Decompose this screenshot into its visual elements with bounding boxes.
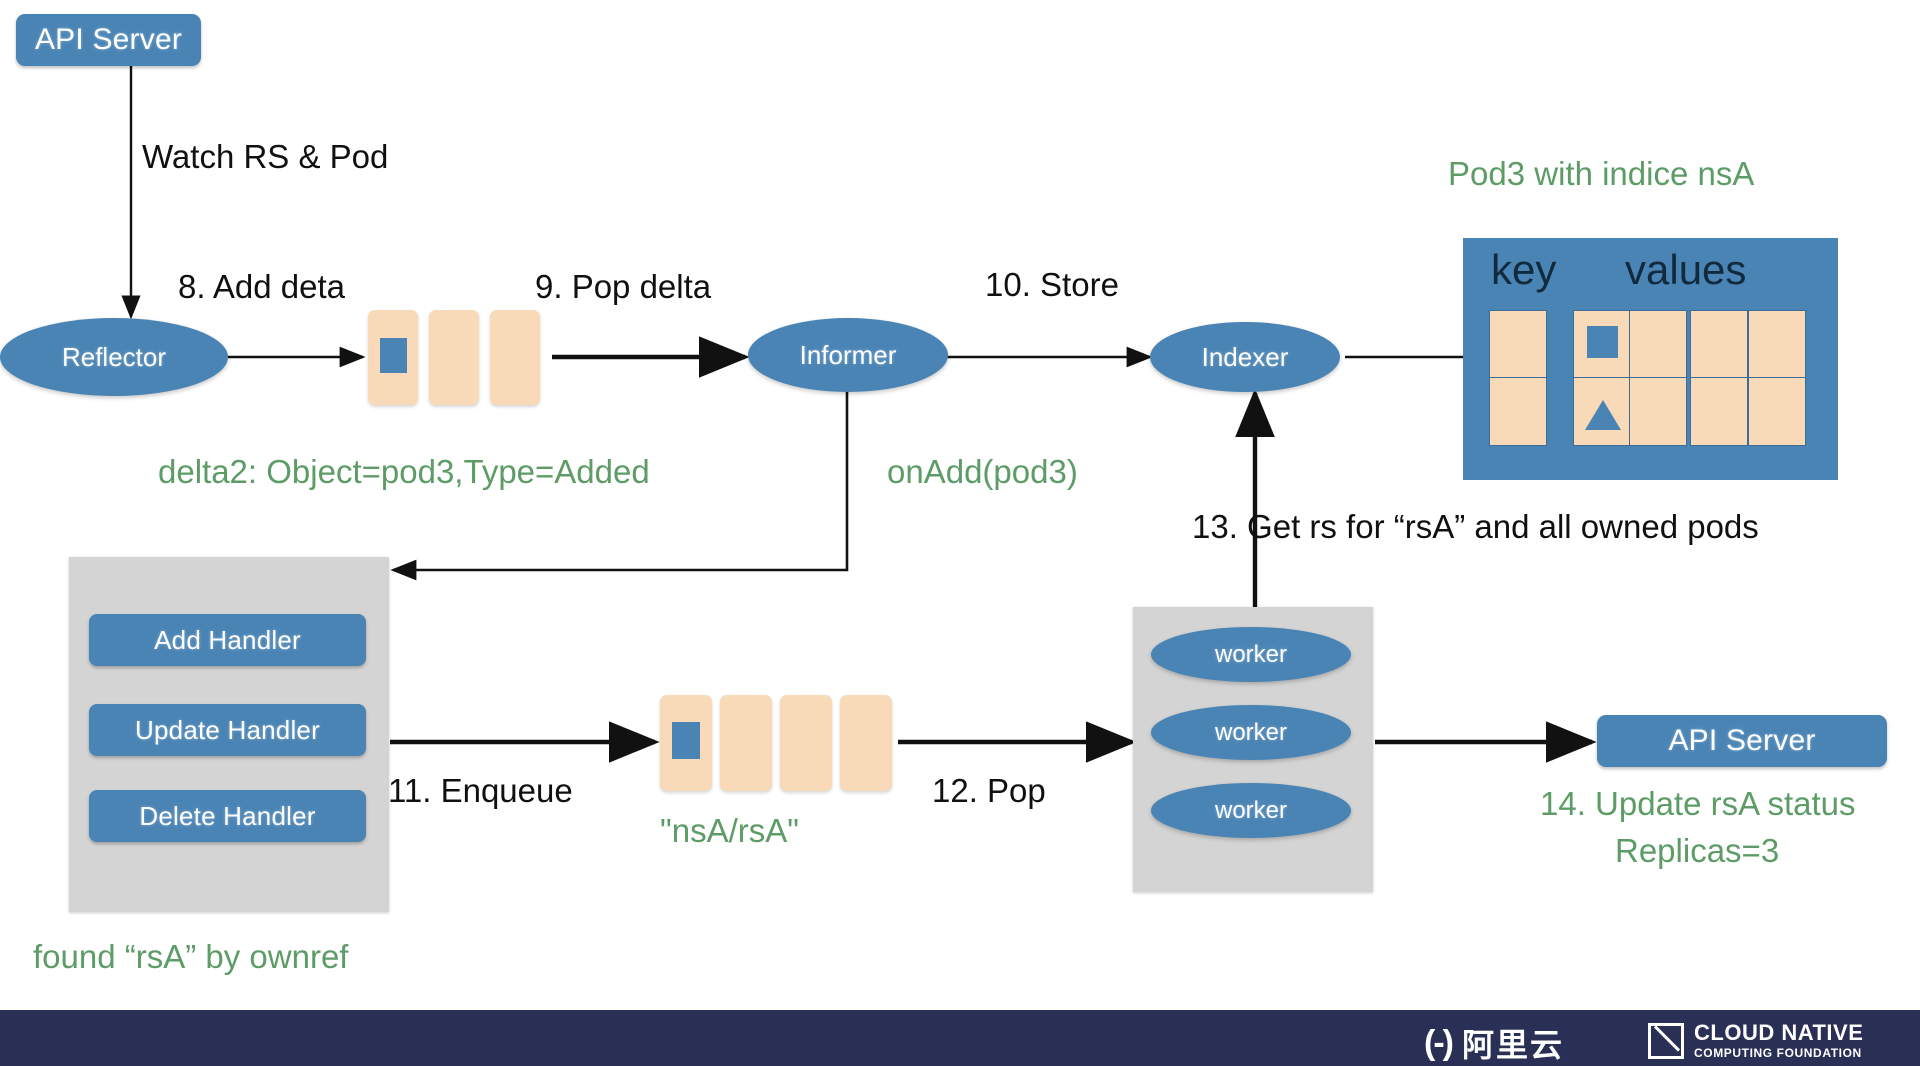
work-queue-card[interactable] — [720, 695, 772, 791]
cncf-logo: CLOUD NATIVE COMPUTING FOUNDATION — [1648, 1022, 1863, 1059]
work-queue-card[interactable] — [840, 695, 892, 791]
event-handlers-container: Add Handler Update Handler Delete Handle… — [69, 557, 389, 912]
workers-container: worker worker worker — [1133, 607, 1373, 892]
work-queue-card[interactable] — [780, 695, 832, 791]
annotation-queue-item: "nsA/rsA" — [660, 812, 799, 849]
indexer-table-panel: key values — [1463, 238, 1838, 480]
work-card-square-icon — [672, 722, 700, 759]
update-handler-button[interactable]: Update Handler — [89, 704, 366, 756]
cncf-line1: CLOUD NATIVE — [1694, 1020, 1864, 1045]
table-key-cell[interactable] — [1489, 377, 1547, 446]
delta-queue-card[interactable] — [490, 310, 540, 405]
work-queue — [660, 695, 898, 791]
api-server-top-box[interactable]: API Server — [16, 14, 201, 66]
cncf-wordmark: CLOUD NATIVE COMPUTING FOUNDATION — [1694, 1020, 1864, 1060]
add-handler-label: Add Handler — [154, 624, 301, 655]
informer-node[interactable]: Informer — [748, 318, 948, 392]
delta-queue-card[interactable] — [429, 310, 479, 405]
label-step11-enqueue: 11. Enqueue — [388, 772, 573, 809]
value-square-icon — [1587, 326, 1618, 358]
reflector-node[interactable]: Reflector — [0, 318, 228, 396]
table-col-key-header: key — [1491, 246, 1557, 293]
work-queue-card[interactable] — [660, 695, 712, 791]
delta-queue — [368, 310, 552, 405]
table-value-cell[interactable] — [1748, 377, 1806, 446]
delta-queue-card[interactable] — [368, 310, 418, 405]
alibaba-mark-icon: (-) — [1424, 1023, 1454, 1062]
informer-label: Informer — [799, 339, 897, 370]
footer-bar — [0, 1010, 1920, 1066]
reflector-label: Reflector — [61, 341, 167, 372]
table-col-values-header: values — [1625, 246, 1747, 293]
annotation-step14-line1: 14. Update rsA status — [1540, 785, 1856, 822]
table-key-cell[interactable] — [1489, 310, 1547, 379]
alibaba-cloud-label: 阿里云 — [1461, 1027, 1564, 1063]
annotation-onadd: onAdd(pod3) — [887, 453, 1078, 490]
annotation-delta2: delta2: Object=pod3,Type=Added — [158, 453, 650, 490]
label-step9-pop-delta: 9. Pop delta — [535, 268, 712, 305]
table-value-cell[interactable] — [1573, 377, 1631, 446]
value-triangle-icon — [1585, 400, 1621, 430]
api-server-bottom-label: API Server — [1668, 724, 1816, 757]
worker-ellipse[interactable]: worker — [1151, 627, 1351, 682]
table-value-cell[interactable] — [1629, 377, 1687, 446]
add-handler-button[interactable]: Add Handler — [89, 614, 366, 666]
label-watch-rs-pod: Watch RS & Pod — [142, 138, 389, 175]
annotation-found-ownref: found “rsA” by ownref — [33, 938, 349, 975]
api-server-bottom-box[interactable]: API Server — [1597, 715, 1887, 767]
delete-handler-button[interactable]: Delete Handler — [89, 790, 366, 842]
worker-label: worker — [1214, 796, 1287, 824]
label-step10-store: 10. Store — [985, 266, 1119, 303]
table-value-cell[interactable] — [1573, 310, 1631, 379]
worker-ellipse[interactable]: worker — [1151, 705, 1351, 760]
delete-handler-label: Delete Handler — [139, 800, 316, 831]
worker-label: worker — [1214, 718, 1287, 746]
table-value-cell[interactable] — [1690, 310, 1748, 379]
indexer-label: Indexer — [1201, 341, 1289, 372]
label-step12-pop: 12. Pop — [932, 772, 1046, 809]
table-value-cell[interactable] — [1629, 310, 1687, 379]
table-value-cell[interactable] — [1690, 377, 1748, 446]
worker-label: worker — [1214, 640, 1287, 668]
delta-card-square-icon — [380, 338, 407, 373]
update-handler-label: Update Handler — [135, 714, 320, 745]
cncf-line2: COMPUTING FOUNDATION — [1694, 1046, 1862, 1060]
worker-ellipse[interactable]: worker — [1151, 783, 1351, 838]
annotation-step14-line2: Replicas=3 — [1615, 832, 1780, 869]
label-step8-add-deta: 8. Add deta — [178, 268, 345, 305]
cncf-mark-icon — [1648, 1022, 1684, 1059]
alibaba-cloud-logo: (-) 阿里云 — [1424, 1020, 1564, 1066]
api-server-top-label: API Server — [34, 23, 183, 56]
indexer-node[interactable]: Indexer — [1150, 322, 1340, 392]
label-step13: 13. Get rs for “rsA” and all owned pods — [1192, 508, 1759, 545]
table-value-cell[interactable] — [1748, 310, 1806, 379]
indexer-table-title: Pod3 with indice nsA — [1448, 155, 1755, 192]
